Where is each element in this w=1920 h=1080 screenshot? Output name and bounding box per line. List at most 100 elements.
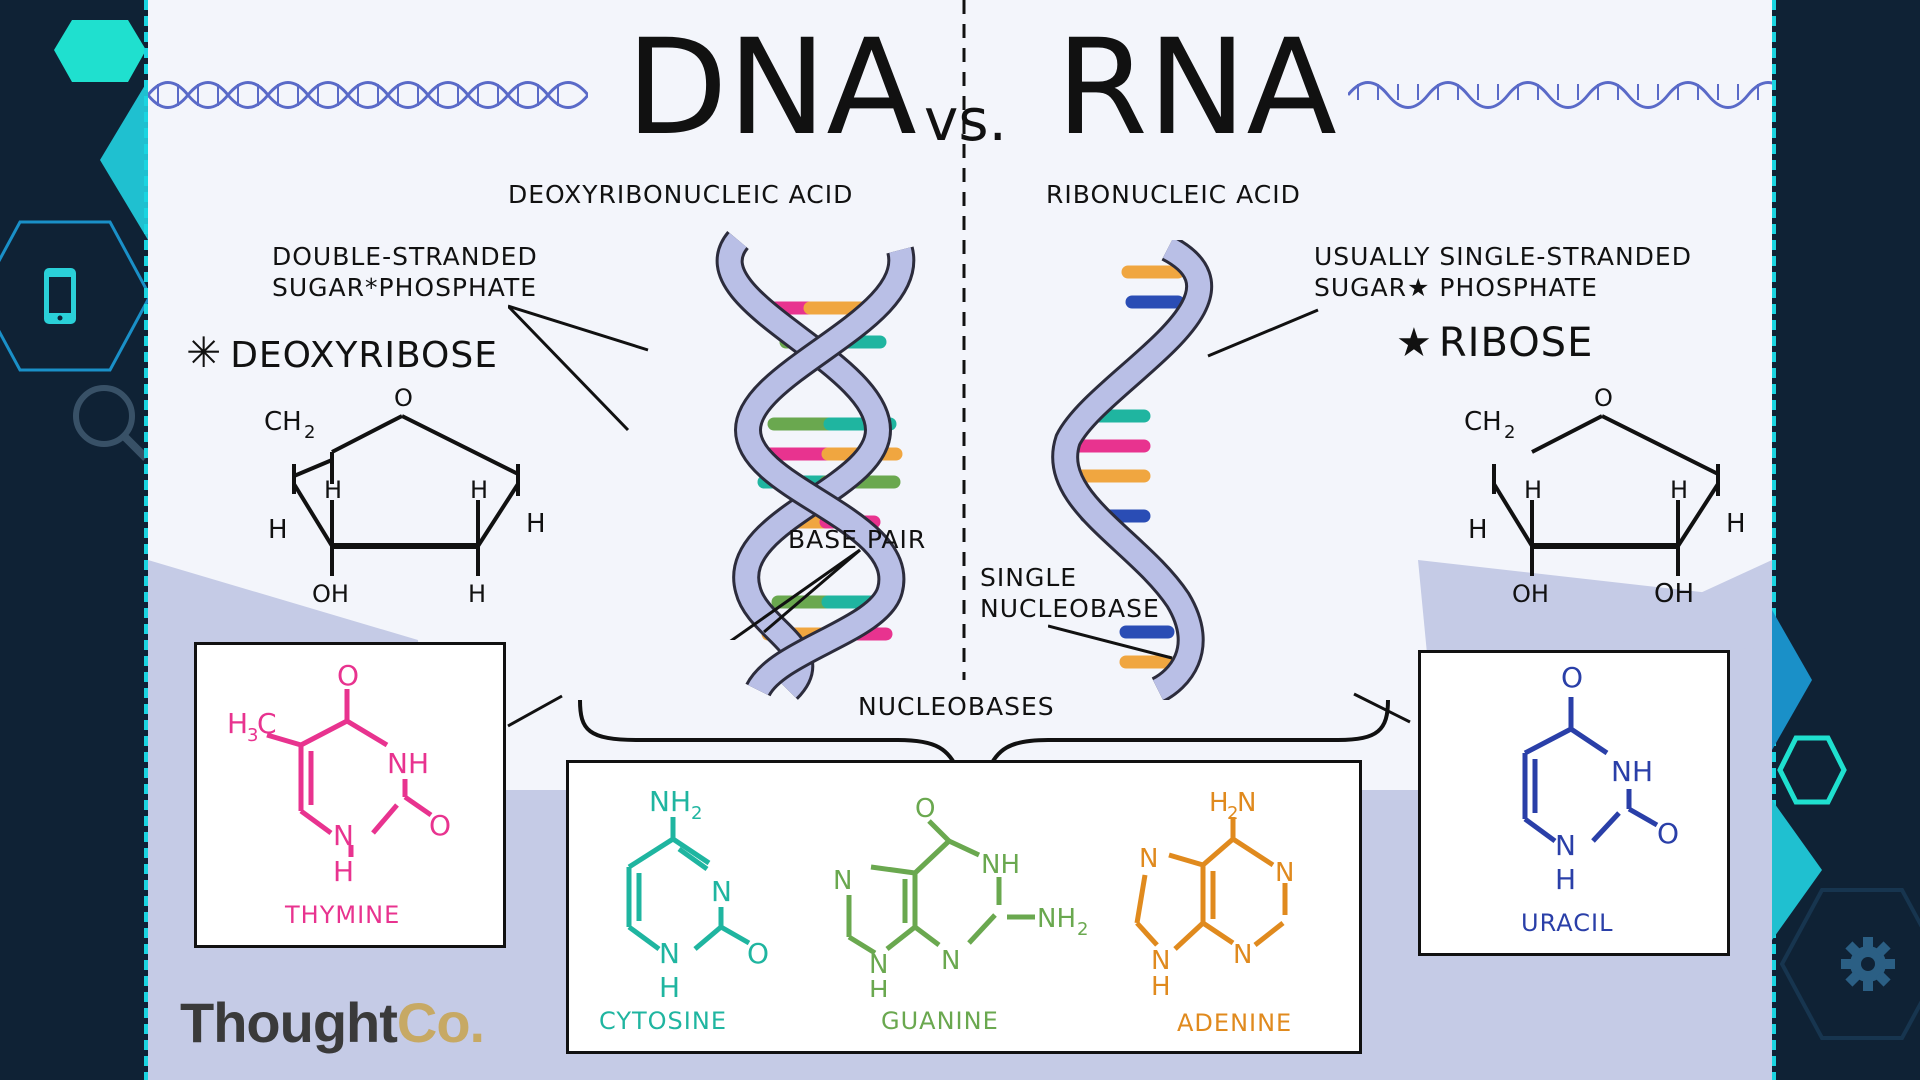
svg-text:H: H [1726,509,1746,539]
adenine-label: ADENINE [1177,1009,1293,1037]
chevron-shape-2 [1772,800,1822,940]
svg-text:2: 2 [1504,422,1515,443]
svg-text:N: N [1555,829,1576,862]
svg-text:O: O [1561,661,1583,694]
hexagon-outline [0,220,148,372]
svg-text:NH: NH [981,850,1020,880]
deoxyribose-label: ✳DEOXYRIBOSE [186,328,498,377]
svg-text:N: N [1275,858,1294,888]
helix-decoration-right [1348,81,1772,109]
svg-text:3: 3 [247,725,258,746]
svg-text:O: O [747,937,769,970]
svg-text:OH: OH [1512,580,1549,608]
svg-text:C: C [257,707,277,740]
svg-text:N: N [869,950,888,980]
uracil-box: O NH O N H URACIL [1418,650,1730,956]
svg-text:2: 2 [304,422,315,443]
svg-text:H: H [1524,476,1542,504]
svg-text:H: H [227,707,248,740]
svg-text:2: 2 [1077,919,1088,940]
left-side-panel [0,0,148,1080]
asterisk-icon: ✳ [186,328,223,377]
center-divider [962,0,966,680]
rna-strand-label-1: USUALLY SINGLE-STRANDED [1314,242,1692,271]
ribose-text: RIBOSE [1438,320,1594,366]
adenine-structure: H2N N N N N H [1134,788,1294,1002]
svg-text:2: 2 [691,803,702,824]
svg-text:NH: NH [1611,755,1653,788]
uracil-structure: O NH O N H [1522,661,1679,896]
svg-text:H: H [1209,788,1229,818]
svg-text:NH: NH [649,785,691,818]
svg-text:O: O [1594,384,1613,412]
dna-strand-label-1: DOUBLE-STRANDED [272,242,538,271]
svg-text:H: H [470,476,488,504]
chevron-shape [1772,610,1812,750]
right-side-panel [1772,0,1920,1080]
nucleobases-label: NUCLEOBASES [858,692,1055,721]
logo-thought: Thought [180,991,398,1054]
svg-text:N: N [1139,844,1158,874]
svg-text:O: O [1657,817,1679,850]
svg-text:O: O [429,809,451,842]
rna-bases [1063,265,1185,669]
phone-icon [44,268,76,324]
svg-text:H: H [526,509,546,539]
single-label-2: NUCLEOBASE [980,594,1160,623]
svg-text:O: O [394,384,413,412]
guanine-label: GUANINE [881,1007,999,1035]
thoughtco-logo: ThoughtCo. [180,990,485,1055]
svg-text:H: H [324,476,342,504]
hexagon-teal-shape [100,80,148,240]
svg-text:H: H [1555,863,1576,896]
svg-text:CH: CH [264,407,302,437]
hexagon-icon [1777,735,1847,805]
rna-strand-label-2: SUGAR★ PHOSPHATE [1314,273,1598,302]
uracil-label: URACIL [1521,909,1614,937]
svg-text:N: N [333,819,354,852]
svg-text:CH: CH [1464,407,1502,437]
rna-single-helix [1051,240,1213,700]
cytosine-label: CYTOSINE [599,1007,727,1035]
svg-text:H: H [869,976,889,997]
hexagon-icon [54,20,146,82]
svg-text:2: 2 [1227,803,1238,824]
svg-text:H: H [659,971,680,997]
box-pointer-lines [507,692,1411,728]
dna-strand-label-2: SUGAR*PHOSPHATE [272,273,538,302]
svg-text:N: N [941,946,960,976]
star-icon: ★ [1396,320,1433,366]
svg-text:H: H [333,855,354,888]
title-dna: DNA [626,11,917,165]
thymine-structure: O H3C NH O N H [227,659,451,888]
svg-text:O: O [337,659,359,692]
ribose-label: ★RIBOSE [1396,320,1593,366]
svg-text:N: N [1233,940,1252,970]
svg-text:N: N [711,875,732,908]
rna-pointer-lines [1048,308,1319,660]
dna-pointer-lines [508,304,861,640]
svg-text:H: H [468,580,486,608]
svg-text:H: H [268,515,288,545]
svg-text:N: N [1237,788,1256,818]
helix-decoration-left [148,81,588,109]
hexagon-outline [1779,888,1920,1040]
gear-icon [1841,937,1895,991]
infographic-poster: DNA vs. RNA DEOXYRIBONUCLEIC ACID RIBONU… [148,0,1772,1080]
title-rna: RNA [1056,11,1337,165]
svg-text:NH: NH [1037,904,1076,934]
dna-double-helix [715,231,916,700]
svg-text:H: H [1670,476,1688,504]
search-icon [73,385,148,461]
rna-full-name: RIBONUCLEIC ACID [1046,180,1301,209]
svg-text:N: N [1151,946,1170,976]
logo-co: Co. [396,991,485,1054]
svg-text:H: H [1468,515,1488,545]
